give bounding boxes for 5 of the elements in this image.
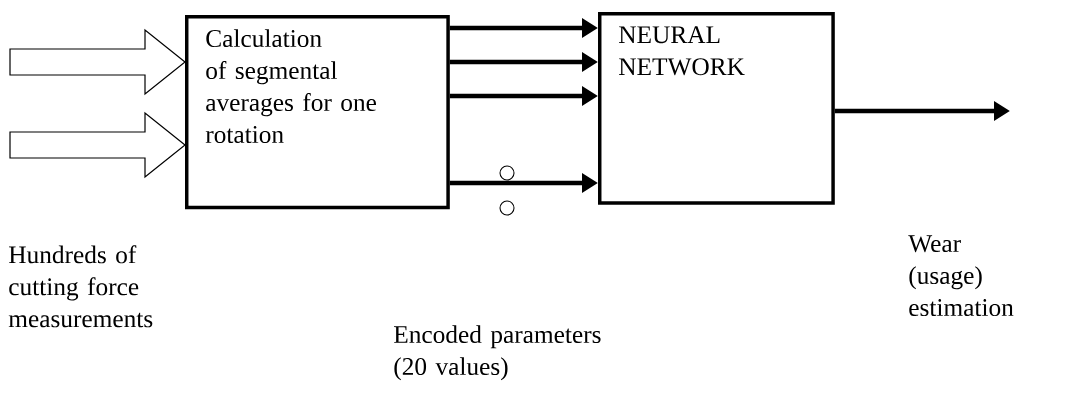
caption-text: Hundreds of cutting force measurements [8,245,153,328]
process-box: Calculation of segmental averages for one rotation [185,15,450,210]
caption-text: Encoded parameters (20 values) [394,325,601,381]
caption-text: Wear (usage) estimation [908,235,1014,317]
process-box: NEURAL NETWORK [598,12,835,205]
